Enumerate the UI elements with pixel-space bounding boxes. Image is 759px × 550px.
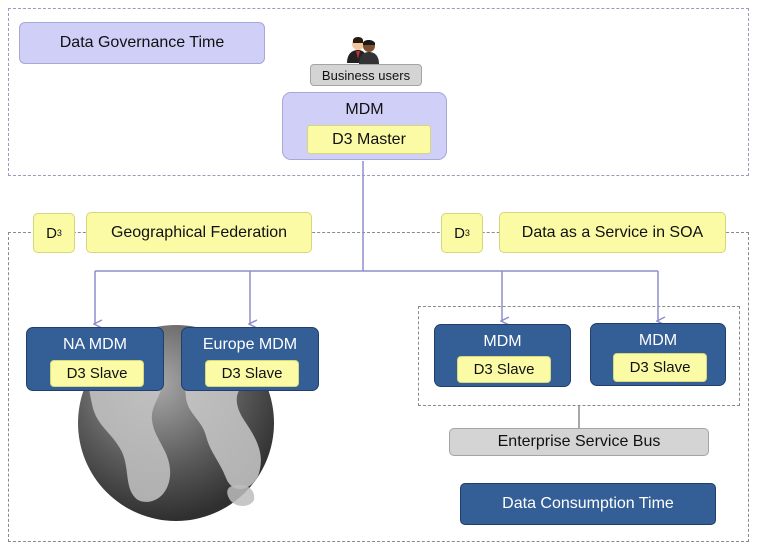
europe-mdm-title: Europe MDM bbox=[202, 336, 298, 353]
business-users-label: Business users bbox=[310, 64, 422, 86]
consumption-zone bbox=[8, 232, 749, 542]
soa-mdm-title-2: MDM bbox=[638, 332, 678, 349]
europe-d3-slave: D3 Slave bbox=[205, 360, 299, 387]
soa-mdm-title-1: MDM bbox=[483, 333, 522, 350]
data-governance-time-label: Data Governance Time bbox=[19, 22, 265, 64]
enterprise-service-bus: Enterprise Service Bus bbox=[449, 428, 709, 456]
na-mdm-title: NA MDM bbox=[63, 336, 127, 353]
data-as-a-service-label: Data as a Service in SOA bbox=[499, 212, 726, 253]
governance-zone bbox=[8, 8, 749, 176]
geographical-federation-label: Geographical Federation bbox=[86, 212, 312, 253]
data-consumption-time-label: Data Consumption Time bbox=[460, 483, 716, 525]
d3-master-label: D3 Master bbox=[307, 125, 431, 154]
soa-d3-slave-1: D3 Slave bbox=[457, 356, 551, 383]
mdm-master-node: MDM D3 Master bbox=[282, 92, 447, 160]
soa-d3-slave-2: D3 Slave bbox=[613, 353, 707, 382]
na-mdm-node: NA MDM D3 Slave bbox=[26, 327, 164, 391]
europe-mdm-node: Europe MDM D3 Slave bbox=[181, 327, 319, 391]
soa-services-group bbox=[418, 306, 740, 406]
business-users-icon bbox=[347, 37, 379, 64]
soa-mdm-node-1: MDM D3 Slave bbox=[434, 324, 571, 387]
mdm-master-title: MDM bbox=[345, 101, 384, 118]
na-d3-slave: D3 Slave bbox=[50, 360, 144, 387]
soa-mdm-node-2: MDM D3 Slave bbox=[590, 323, 726, 386]
